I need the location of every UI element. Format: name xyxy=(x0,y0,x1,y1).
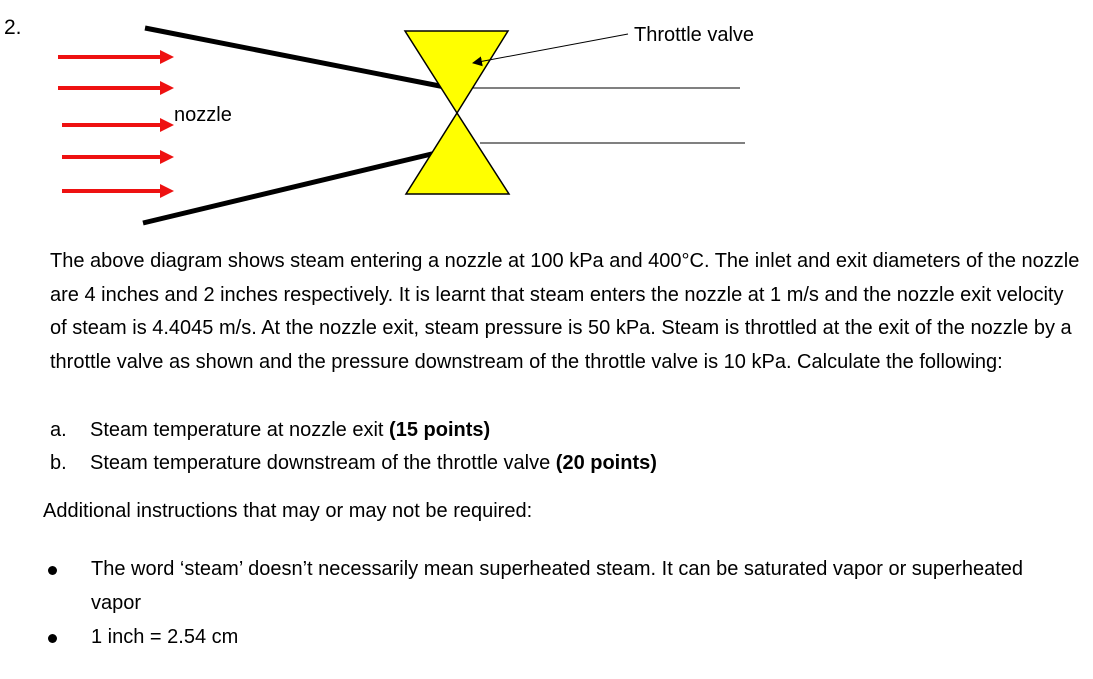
question-number: 2. xyxy=(4,16,22,39)
part-b: b. Steam temperature downstream of the th… xyxy=(50,447,657,480)
bullet-icon xyxy=(48,566,57,575)
part-a: a. Steam temperature at nozzle exit (15 p… xyxy=(50,414,490,447)
flow-arrow xyxy=(58,81,174,95)
part-a-text: Steam temperature at nozzle exit xyxy=(90,419,390,441)
flow-arrow xyxy=(62,150,174,164)
problem-statement: The above diagram shows steam entering a… xyxy=(50,250,1080,373)
part-a-points: (15 points) xyxy=(389,419,491,441)
valve-leader-line xyxy=(472,33,629,67)
part-a-marker: a. xyxy=(50,419,67,441)
flow-arrow xyxy=(58,50,174,64)
throttle-valve xyxy=(403,30,511,195)
part-b-points: (20 points) xyxy=(555,452,657,474)
nozzle-label: nozzle xyxy=(174,104,232,126)
flow-arrow xyxy=(62,118,174,132)
flow-arrows xyxy=(58,50,174,198)
nozzle-lower-wall xyxy=(142,149,441,226)
part-b-marker: b. xyxy=(50,452,67,474)
bullet-icon xyxy=(48,634,57,643)
instruction-text: The word ‘steam’ doesn’t necessarily mea… xyxy=(91,558,1024,614)
part-b-text: Steam temperature downstream of the thro… xyxy=(90,452,556,474)
nozzle-throttle-diagram: nozzle Throttle valve xyxy=(58,24,754,226)
valve-label: Throttle valve xyxy=(634,24,754,46)
instruction-text: 1 inch = 2.54 cm xyxy=(91,626,239,648)
flow-arrow xyxy=(62,184,174,198)
additional-instructions-heading: Additional instructions that may or may … xyxy=(43,500,533,522)
nozzle-upper-wall xyxy=(144,25,451,91)
